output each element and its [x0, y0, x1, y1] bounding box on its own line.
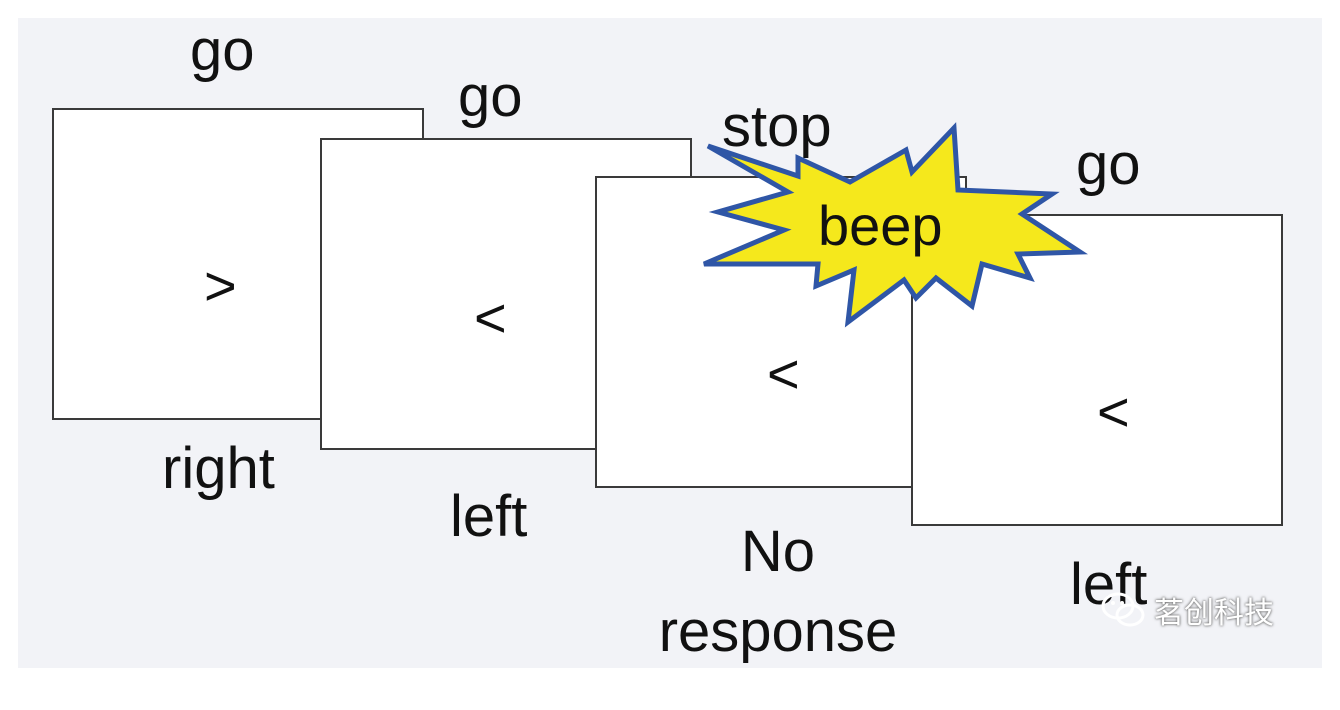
response-label-1: right — [162, 436, 275, 501]
response-label-3: No response — [628, 512, 928, 672]
burst-star — [703, 122, 1088, 328]
cue-label-2: go — [458, 64, 523, 129]
response-label-3-text: No response — [659, 519, 898, 664]
beep-label: beep — [818, 194, 943, 257]
cue-label-3: stop — [722, 94, 832, 159]
arrow-symbol-3: < — [767, 342, 800, 405]
beep-burst-shape — [703, 122, 1088, 328]
cue-label-4: go — [1076, 132, 1141, 197]
response-label-2: left — [450, 484, 528, 549]
watermark-text: 茗创科技 — [1154, 597, 1274, 630]
wechat-icon — [1100, 590, 1146, 630]
cue-label-1: go — [190, 18, 255, 83]
arrow-symbol-1: > — [204, 254, 237, 317]
arrow-symbol-2: < — [474, 286, 507, 349]
response-label-3-line-2: response — [658, 599, 898, 665]
response-label-3-line-1: No — [740, 519, 816, 584]
watermark: 茗创科技 — [1100, 588, 1274, 632]
response-label-4: left — [1070, 552, 1148, 617]
arrow-symbol-4: < — [1097, 380, 1130, 443]
